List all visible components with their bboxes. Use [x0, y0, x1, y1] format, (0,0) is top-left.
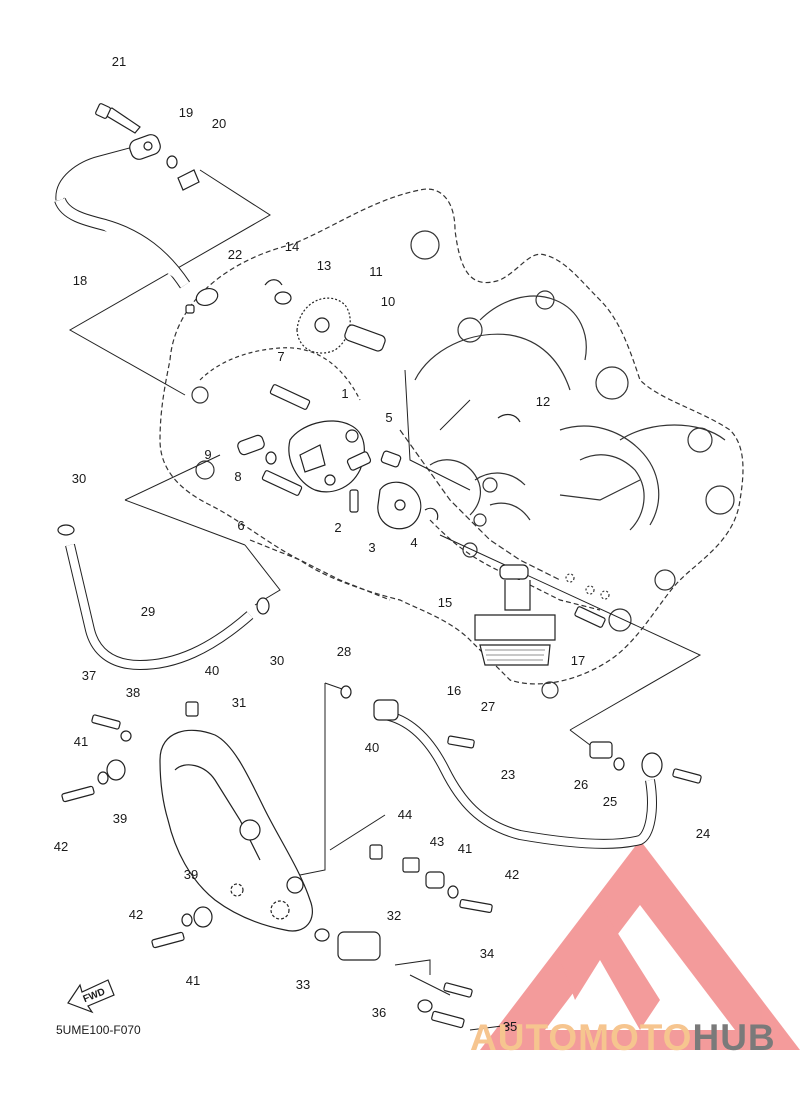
part-callout-1: 1: [341, 386, 348, 401]
part-callout-16: 16: [447, 683, 461, 698]
part-callout-18: 18: [73, 273, 87, 288]
part-callout-37: 37: [82, 668, 96, 683]
part-callout-12: 12: [536, 394, 550, 409]
part-callout-23: 23: [501, 767, 515, 782]
part-callout-41c: 41: [458, 841, 472, 856]
part-callout-24: 24: [696, 826, 710, 841]
part-callout-27: 27: [481, 699, 495, 714]
crankcase-outline: [159, 188, 744, 699]
part-callout-5: 5: [385, 410, 392, 425]
part-callout-13: 13: [317, 258, 331, 273]
part-callout-41a: 41: [74, 734, 88, 749]
watermark-text-part2: HUB: [692, 1017, 776, 1058]
part-callout-40b: 40: [365, 740, 379, 755]
part-callout-31: 31: [232, 695, 246, 710]
part-callout-21: 21: [112, 54, 126, 69]
part-callout-10: 10: [381, 294, 395, 309]
part-callout-39a: 39: [113, 811, 127, 826]
watermark-logo: [480, 840, 800, 1050]
part-callout-17: 17: [571, 653, 585, 668]
part-callout-25: 25: [603, 794, 617, 809]
oil-strainer-assembly: [474, 564, 606, 666]
part-callout-26: 26: [574, 777, 588, 792]
part-callout-3: 3: [368, 540, 375, 555]
part-callout-43: 43: [430, 834, 444, 849]
part-callout-6: 6: [237, 518, 244, 533]
oil-pump-assembly: [237, 279, 521, 530]
diagram-code: 5UME100-F070: [56, 1023, 141, 1037]
part-callout-34: 34: [480, 946, 494, 961]
part-callout-33: 33: [296, 977, 310, 992]
part-callout-19: 19: [179, 105, 193, 120]
part-callout-32: 32: [387, 908, 401, 923]
part-callout-36: 36: [372, 1005, 386, 1020]
part-callout-28: 28: [337, 644, 351, 659]
part-callout-9: 9: [204, 447, 211, 462]
part-callout-42c: 42: [505, 867, 519, 882]
part-callout-8: 8: [234, 469, 241, 484]
part-callout-42b: 42: [129, 907, 143, 922]
forward-arrow-icon: FWD: [67, 979, 115, 1014]
part-callout-30b: 30: [270, 653, 284, 668]
watermark-text: AUTOMOTOHUB: [470, 1019, 776, 1056]
oil-hose-23: [314, 685, 702, 1029]
part-callout-22: 22: [228, 247, 242, 262]
part-callout-14: 14: [285, 239, 299, 254]
part-callout-30a: 30: [72, 471, 86, 486]
part-callout-7: 7: [277, 349, 284, 364]
part-callout-40a: 40: [205, 663, 219, 678]
part-callout-15: 15: [438, 595, 452, 610]
part-callout-35: 35: [503, 1019, 517, 1034]
part-callout-20: 20: [212, 116, 226, 131]
cover-fasteners-left: [61, 701, 383, 949]
part-callout-41b: 41: [186, 973, 200, 988]
oil-hose-assembly-upper: [54, 103, 219, 314]
part-callout-44: 44: [398, 807, 412, 822]
part-callout-4: 4: [410, 535, 417, 550]
part-callout-42a: 42: [54, 839, 68, 854]
part-callout-39b: 39: [184, 867, 198, 882]
oil-pipe-29: [57, 524, 270, 671]
part-callout-29: 29: [141, 604, 155, 619]
part-callout-11: 11: [369, 264, 383, 279]
watermark-text-part1: AUTOMOTO: [470, 1017, 693, 1058]
part-callout-38: 38: [126, 685, 140, 700]
oil-cover-31: [159, 729, 313, 932]
part-callout-2: 2: [334, 520, 341, 535]
